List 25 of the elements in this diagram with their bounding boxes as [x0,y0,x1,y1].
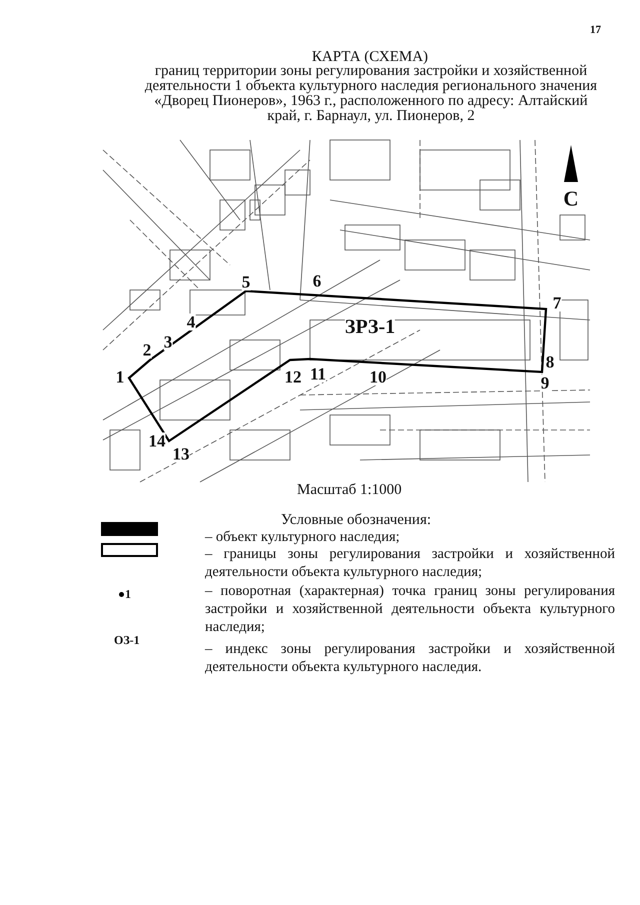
point-number: 8 [546,354,554,370]
point-number: 11 [310,366,326,382]
zone-index-sample: ОЗ-1 [114,634,140,648]
legend-heading: Условные обозначения: [281,512,432,528]
point-number: 5 [242,274,250,290]
point-number: 9 [540,374,550,392]
legend-text: – индекс зоны регулирования застройки и хозяйственной деятельности объекта культурного наследия. [204,640,615,676]
page-number: 17 [590,24,601,36]
legend-text: – поворотная (характерная) точка границ зоны регулирования застройки и хозяйственной деятельности объекта культурного наследия; [204,582,615,636]
legend-text: – объект культурного наследия; [204,528,401,546]
point-number: 3 [164,334,172,350]
point-number: 13 [172,446,190,462]
point-number: 4 [186,314,196,330]
point-number: 1 [116,368,124,386]
point-number: 7 [552,294,562,312]
point-number: 6 [312,272,322,290]
legend-text: – границы зоны регулирования застройки и хозяйственной деятельности объекта культурного наследия; [204,545,615,581]
point-number: 2 [142,342,152,358]
point-number: 10 [370,368,386,386]
point-number: 12 [284,368,302,386]
point-number: 14 [148,432,166,450]
subtitle: границ территории зоны регулирования застройки и хозяйственной деятельности 1 объекта культурного наследия регионального значения «Дворец Пионеров», 1963 г., расположенного по адресу: Алтайский край, г. Барнаул, ул. Пионеров, 2 [144,64,598,124]
scale-label: Масштаб 1:1000 [297,482,402,498]
title: КАРТА (СХЕМА) [310,49,428,65]
point-sample-label: 1 [125,588,131,602]
